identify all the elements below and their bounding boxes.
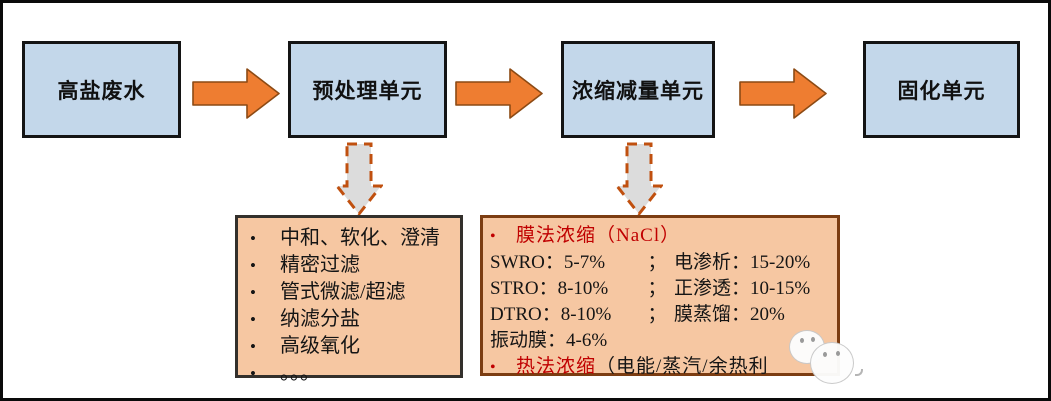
bullet-icon: • (490, 228, 496, 245)
list-item-label: 中和、软化、澄清 (280, 227, 440, 249)
list-item-label: 管式微滤/超滤 (280, 281, 406, 303)
list-item: • 精密过滤 (250, 252, 456, 279)
list-item-label: 高级氧化 (280, 335, 360, 357)
table-row: DTRO：8-10% ； 膜蒸馏：20% (490, 302, 835, 328)
bullet-icon: • (250, 364, 256, 383)
list-item-label: 。。。 (280, 362, 320, 384)
separator: ； (647, 304, 667, 325)
bullet-icon: • (490, 359, 496, 376)
dashed-down-arrow-icon (615, 142, 663, 217)
flow-arrow-right-icon (192, 68, 280, 119)
separator: ； (647, 252, 667, 273)
bullet-icon: • (250, 337, 256, 356)
membrane-concentration-title: • 膜法浓缩（NaCl） (490, 223, 835, 250)
watermark-detail (823, 352, 827, 357)
flow-node-label: 固化单元 (897, 78, 986, 103)
flow-arrow-right-icon (739, 68, 827, 119)
membrane-title-label: 膜法浓缩（NaCl） (516, 225, 681, 246)
watermark-detail (811, 337, 815, 342)
table-row: STRO：8-10% ； 正渗透：10-15% (490, 276, 835, 302)
bullet-icon: • (250, 310, 256, 329)
watermark-bubble (810, 342, 854, 384)
table-row: SWRO：5-7% ； 电渗析：15-20% (490, 250, 835, 276)
vibration-membrane-line: 振动膜：4-6% (490, 330, 608, 351)
list-item-label: 精密过滤 (280, 254, 360, 276)
pretreatment-detail-box: • 中和、软化、澄清 • 精密过滤 • 管式微滤/超滤 • 纳滤分盐 • 高级氧… (235, 215, 463, 384)
flow-node-solidification: 固化单元 (863, 41, 1020, 138)
list-item: • 高级氧化 (250, 333, 456, 360)
thermal-concentration-title: • 热法浓缩 （电能/蒸汽/余热利 (490, 354, 835, 381)
flow-node-pretreatment: 预处理单元 (288, 41, 447, 138)
list-item: • 中和、软化、澄清 (250, 225, 456, 252)
flow-node-raw-wastewater: 高盐废水 (22, 41, 181, 138)
method-value: 电渗析：15-20% (674, 252, 811, 273)
method-value: STRO：8-10% (490, 278, 609, 299)
bullet-icon: • (250, 229, 256, 248)
watermark-detail (800, 338, 804, 343)
bullet-icon: • (250, 283, 256, 302)
watermark-detail (836, 351, 840, 356)
flow-arrow-right-icon (455, 68, 543, 119)
flow-node-label: 高盐废水 (57, 78, 146, 103)
list-item: • 管式微滤/超滤 (250, 279, 456, 306)
flow-node-concentration: 浓缩减量单元 (561, 41, 715, 138)
flow-node-label: 预处理单元 (312, 78, 423, 103)
thermal-title-label: 热法浓缩 (516, 356, 597, 377)
separator: ； (647, 278, 667, 299)
list-item: • 纳滤分盐 (250, 306, 456, 333)
dashed-down-arrow-icon (335, 142, 383, 217)
method-value: 正渗透：10-15% (674, 278, 811, 299)
method-value: SWRO：5-7% (490, 252, 606, 273)
flow-node-label: 浓缩减量单元 (572, 78, 704, 103)
list-item-label: 纳滤分盐 (280, 308, 360, 330)
bullet-icon: • (250, 256, 256, 275)
method-value: DTRO：8-10% (490, 304, 612, 325)
method-value: 膜蒸馏：20% (674, 304, 785, 325)
watermark-artifact (855, 369, 863, 376)
list-item: • 。。。 (250, 360, 456, 387)
thermal-title-detail: （电能/蒸汽/余热利 (596, 356, 769, 377)
concentration-detail-box: • 膜法浓缩（NaCl） SWRO：5-7% ； 电渗析：15-20% STRO… (480, 215, 840, 377)
